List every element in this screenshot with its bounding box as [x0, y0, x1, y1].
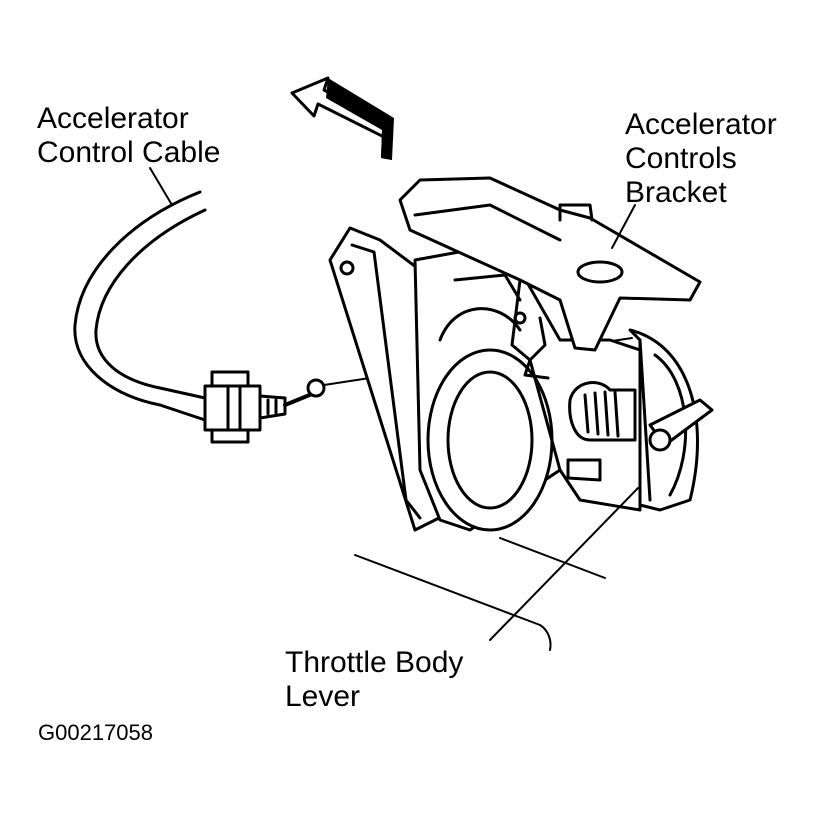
figure-id: G00217058	[38, 720, 153, 745]
accelerator-controls-bracket	[398, 176, 702, 380]
leader-lever	[489, 487, 639, 641]
label-line: Control Cable	[37, 136, 221, 169]
ground-lines	[354, 537, 606, 651]
leader-lines	[149, 167, 639, 641]
label-line: Throttle Body	[285, 646, 464, 679]
label-line: Lever	[285, 680, 361, 713]
label-throttle-body-lever: Throttle Body Lever	[285, 646, 463, 714]
label-line: Accelerator	[37, 102, 189, 135]
label-line: Bracket	[625, 176, 727, 209]
direction-arrow	[290, 76, 394, 160]
label-line: Controls	[625, 142, 737, 175]
leader-bracket	[611, 204, 636, 249]
label-line: Accelerator	[625, 108, 777, 141]
accelerator-control-cable	[73, 190, 207, 422]
label-accelerator-controls-bracket: Accelerator Controls Bracket	[625, 108, 777, 210]
label-accelerator-control-cable: Accelerator Control Cable	[37, 102, 220, 170]
leader-cable	[149, 167, 173, 206]
cable-end-fitting	[203, 370, 326, 444]
throttle-body-lever-part	[566, 328, 714, 512]
